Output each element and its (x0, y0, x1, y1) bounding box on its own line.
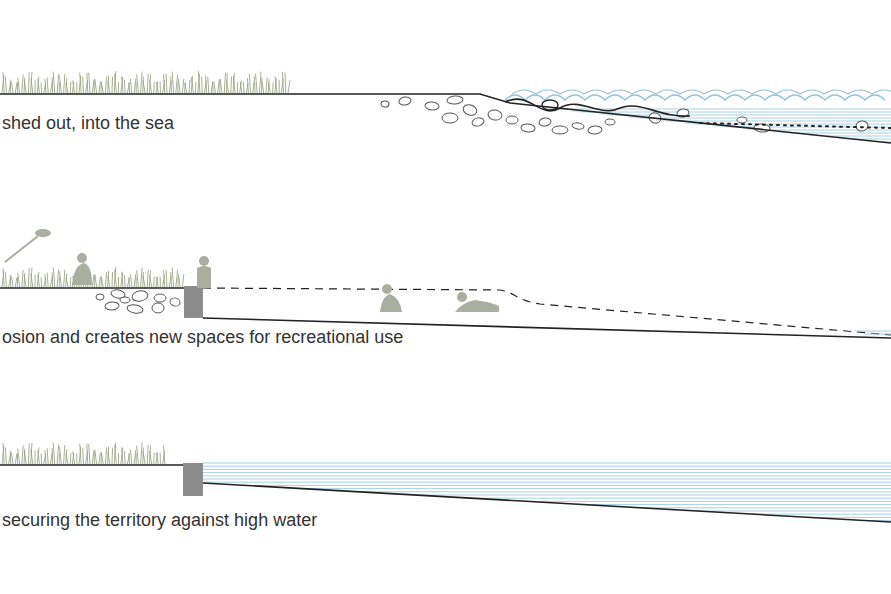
drift-line (700, 123, 891, 128)
waves (505, 95, 885, 100)
eddy (542, 100, 558, 110)
caption-text: osion and creates new spaces for recreat… (2, 327, 403, 349)
current-arrow (505, 99, 690, 116)
waves (512, 90, 891, 94)
sea-wall (184, 286, 203, 318)
ground-line (0, 287, 185, 289)
sea-water (855, 331, 891, 334)
rocks (96, 289, 181, 314)
caption-text: securing the territory against high wate… (2, 510, 317, 532)
caption-text: shed out, into the sea (2, 113, 174, 135)
ground-line (0, 94, 891, 143)
ground-line (0, 464, 184, 466)
grass (2, 267, 184, 287)
grass (2, 442, 165, 464)
grass (2, 71, 290, 93)
sea-wall (183, 463, 203, 496)
people (5, 229, 499, 312)
